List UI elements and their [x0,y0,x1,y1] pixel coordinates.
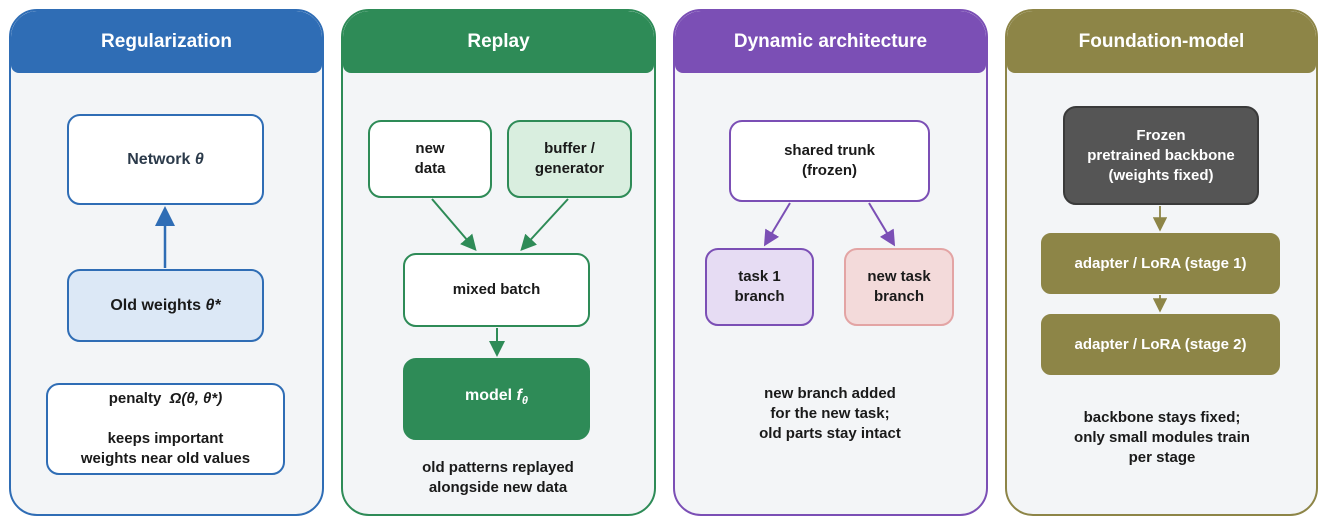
mixed-batch-box: mixed batch [403,253,590,327]
foundation-model-note: backbone stays fixed; only small modules… [1074,409,1250,466]
penalty-prefix: penalty [108,390,170,407]
buffer-generator-label: buffer / generator [534,140,605,177]
adapter-stage1-label: adapter / LoRA (stage 1) [1074,254,1247,272]
buffer-generator-box: buffer / generator [507,120,632,198]
panel-header: Foundation-model [1007,11,1316,73]
panel-title: Dynamic architecture [733,31,928,52]
model-subscript: θ [521,395,529,408]
arrow-trunk-to-new-task [868,202,896,247]
penalty-formula: Ω(θ, θ*) [169,390,223,407]
new-data-box: new data [368,120,492,198]
arrow-trunk-to-task1 [763,202,791,247]
task1-branch-label: task 1 branch [734,268,785,305]
new-data-label: new data [414,140,446,177]
shared-trunk-box: shared trunk (frozen) [729,120,930,202]
mixed-batch-label: mixed batch [452,281,541,298]
panel-header: Regularization [11,11,322,73]
adapter-stage2-box: adapter / LoRA (stage 2) [1041,314,1280,375]
theta-star-symbol: θ* [205,296,221,314]
penalty-description: keeps important weights near old values [80,430,251,467]
penalty-box: penalty Ω(θ, θ*) keeps important weights… [46,383,285,475]
new-task-branch-label: new task branch [867,268,931,305]
network-label: Network [127,150,195,168]
task1-branch-box: task 1 branch [705,248,814,326]
panel-header: Replay [343,11,654,73]
arrow-new-data-to-mixed [431,198,477,252]
arrow-buffer-to-mixed [520,198,569,251]
panel-title: Foundation-model [1078,31,1245,52]
adapter-stage2-label: adapter / LoRA (stage 2) [1074,335,1247,353]
adapter-stage1-box: adapter / LoRA (stage 1) [1041,233,1280,294]
replay-note: old patterns replayed alongside new data [422,459,574,496]
frozen-backbone-box: Frozen pretrained backbone (weights fixe… [1063,106,1259,205]
old-weights-label: Old weights [110,296,206,314]
panel-header: Dynamic architecture [675,11,986,73]
dynamic-architecture-note: new branch added for the new task; old p… [759,385,901,442]
panel-title: Regularization [101,31,232,52]
theta-symbol: θ [194,150,204,168]
panel-title: Replay [467,31,530,52]
shared-trunk-label: shared trunk (frozen) [784,142,875,179]
network-box: Network θ [67,114,264,205]
model-box: model fθ [403,358,590,440]
old-weights-box: Old weights θ* [67,269,264,342]
new-task-branch-box: new task branch [844,248,954,326]
model-symbol: f [516,387,522,405]
model-label: model [464,387,517,405]
frozen-backbone-label: Frozen pretrained backbone (weights fixe… [1087,126,1235,184]
